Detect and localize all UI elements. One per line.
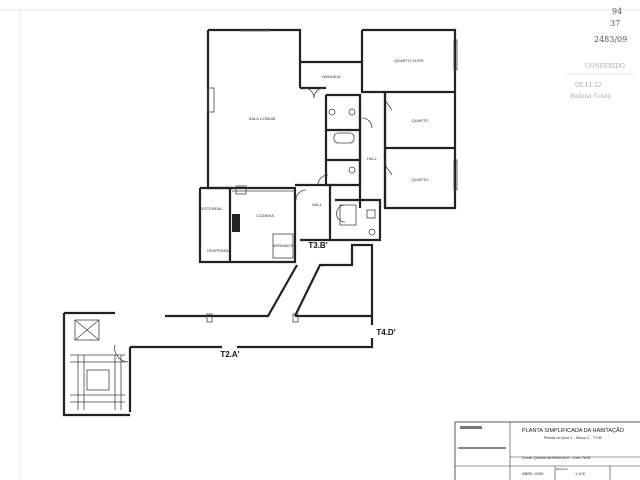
label-quarto-1: QUARTO — [412, 118, 429, 123]
company-contact — [458, 447, 506, 449]
title-block-subtitle: Planta do piso 1 - Bloco 2 - T3.B' — [544, 435, 603, 440]
stairwell — [62, 311, 130, 417]
lavandaria-label: ESTENDAL — [201, 206, 223, 211]
room-varanda: VARANDA — [300, 60, 362, 99]
stamp-line-3: Helena Costa — [570, 93, 611, 100]
company-logo — [460, 426, 482, 429]
label-quarto-suite: QUARTO SUITE — [394, 58, 424, 63]
handwritten-number-1: 94 — [612, 7, 622, 16]
conferido-stamp: CONFERIDO 08.11.12 Helena Costa — [565, 63, 635, 100]
title-block-location: Local: Quinta da Beloura II - Lote 7A/8 — [522, 455, 591, 460]
room-hall-1 — [358, 92, 387, 208]
title-block-date: ABRIL 2005 — [522, 471, 544, 476]
despensa-label: DESPENSA — [207, 248, 229, 253]
room-cozinha: ESTENDAL DESPENSA ARRUMOS — [198, 185, 297, 264]
label-hall-1: HALL — [367, 156, 378, 161]
label-cozinha: COZINHA — [256, 213, 274, 218]
handwritten-number-2: 37 — [610, 19, 620, 28]
stamp-line-1: CONFERIDO — [585, 63, 625, 70]
room-bathrooms — [324, 93, 373, 187]
label-hall-2: HALL — [312, 202, 323, 207]
unit-label-t4d: T4.D' — [376, 328, 395, 337]
room-hall-2 — [295, 174, 382, 242]
unit-label-t3b: T3.B' — [308, 241, 327, 250]
room-sala-comum — [206, 28, 302, 190]
title-block-scale: 1:100 — [575, 471, 586, 476]
title-block-scale-label: ESCALA — [556, 467, 568, 471]
arrumos-label: ARRUMOS — [273, 243, 294, 248]
room-quartos — [360, 28, 458, 210]
label-sala-comum: SALA COMUM — [249, 116, 276, 121]
title-block: PLANTA SIMPLIFICADA DA HABITAÇÃO Planta … — [454, 421, 640, 480]
handwritten-number-3: 2483/09 — [594, 35, 627, 44]
unit-label-t2a: T2.A' — [220, 350, 239, 359]
stamp-line-2: 08.11.12 — [575, 82, 602, 89]
title-block-title: PLANTA SIMPLIFICADA DA HABITAÇÃO — [522, 427, 625, 434]
label-quarto-2: QUARTO — [412, 177, 429, 182]
common-corridor — [128, 243, 374, 412]
varanda-label: VARANDA — [321, 74, 340, 79]
